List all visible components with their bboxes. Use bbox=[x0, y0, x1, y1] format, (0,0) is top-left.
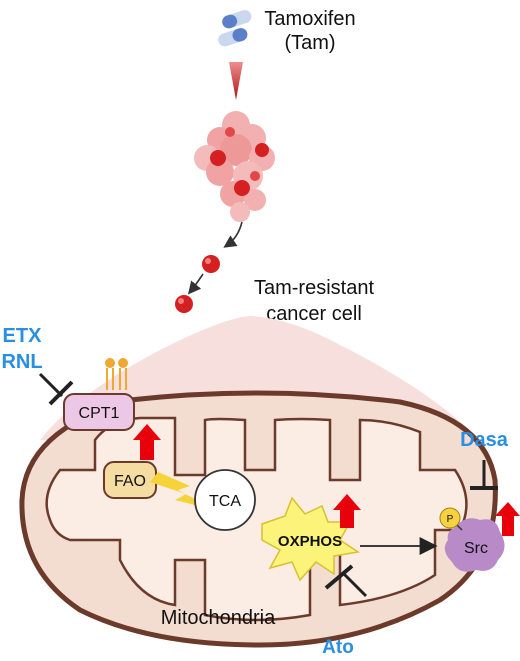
src-protein bbox=[444, 518, 505, 572]
cpt1-label: CPT1 bbox=[79, 405, 120, 422]
drug-abbrev: (Tam) bbox=[284, 32, 335, 54]
dissemination-arrow bbox=[223, 221, 243, 248]
up-arrow-icon bbox=[495, 502, 520, 536]
tca-label: TCA bbox=[209, 493, 241, 510]
injection-arrow-icon bbox=[229, 62, 243, 100]
lipid-transporter-icon bbox=[105, 358, 128, 390]
inhibitor-rnl: RNL bbox=[1, 351, 42, 373]
inhibition-bar-icon bbox=[38, 372, 74, 406]
inhibitor-etx: ETX bbox=[3, 325, 43, 347]
tca-node bbox=[194, 469, 256, 531]
single-cell-icon bbox=[175, 295, 193, 313]
up-arrow-icon bbox=[333, 494, 361, 528]
cpt1-box bbox=[63, 393, 135, 431]
organelle-label: Mitochondria bbox=[161, 607, 276, 629]
inhibitor-ato: Ato bbox=[322, 637, 354, 658]
cell-label-line1: Tam-resistant bbox=[254, 277, 374, 299]
lightning-icon bbox=[150, 472, 215, 510]
oxphos-burst bbox=[261, 496, 360, 582]
pill-icon bbox=[218, 10, 252, 47]
fao-label: FAO bbox=[114, 473, 146, 490]
oxphos-label: OXPHOS bbox=[278, 533, 342, 550]
phospho-label: P bbox=[447, 514, 454, 525]
inhibitor-dasa: Dasa bbox=[460, 429, 509, 451]
cell-label-line2: cancer cell bbox=[266, 303, 362, 325]
single-cell-icon bbox=[202, 255, 220, 273]
inhibition-bar-icon bbox=[324, 564, 368, 598]
phospho-icon bbox=[439, 507, 461, 529]
up-arrow-icon bbox=[133, 424, 161, 460]
drug-name: Tamoxifen bbox=[264, 8, 355, 30]
src-label: Src bbox=[464, 540, 488, 557]
tumor-cluster-icon bbox=[194, 111, 275, 222]
inhibition-bar-icon bbox=[470, 460, 498, 490]
dissemination-arrow bbox=[187, 273, 204, 295]
